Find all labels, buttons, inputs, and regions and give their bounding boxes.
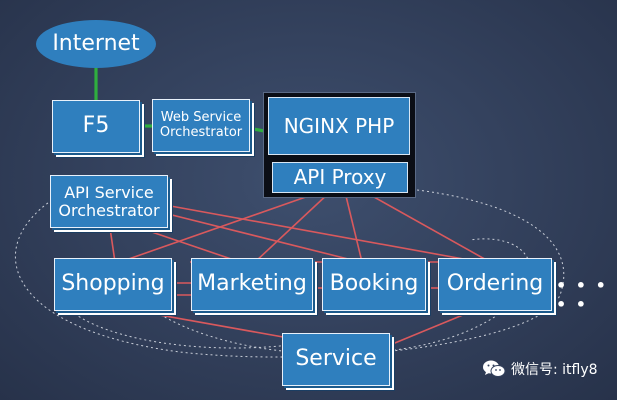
web-service-orchestrator-label: Web Service Orchestrator (159, 109, 243, 140)
internet-label: Internet (52, 30, 140, 56)
nginx-php-label: NGINX PHP (283, 113, 395, 138)
f5-label: F5 (82, 113, 110, 139)
marketing-node: Marketing (191, 258, 313, 311)
marketing-label: Marketing (197, 271, 307, 297)
link-proxy-booking (344, 191, 363, 263)
wechat-icon (483, 360, 506, 377)
booking-label: Booking (329, 271, 419, 297)
link-apiorch-shopping (109, 227, 116, 263)
link-shopping-service (119, 307, 301, 341)
f5-node: F5 (52, 100, 140, 153)
dotted-ring-inner (139, 238, 531, 355)
api-service-orchestrator-label: API Service Orchestrator (58, 182, 160, 220)
link-proxy-marketing (254, 191, 331, 263)
more-services-indicator: • • • • • (556, 276, 608, 314)
api-proxy-label: API Proxy (293, 165, 387, 190)
link-ordering-service (389, 309, 476, 346)
booking-node: Booking (322, 258, 426, 311)
internet-node: Internet (36, 20, 156, 68)
ordering-label: Ordering (446, 271, 544, 297)
link-apiorch-marketing (139, 227, 241, 263)
link-apiorch-ordering (164, 204, 481, 263)
watermark: 微信号: itfly8 (482, 359, 598, 379)
ordering-node: Ordering (438, 258, 552, 311)
service-label: Service (295, 346, 377, 372)
shopping-node: Shopping (54, 258, 172, 311)
dotted-ring-left (59, 299, 291, 349)
service-node: Service (282, 333, 390, 386)
watermark-text: 微信号: itfly8 (511, 362, 598, 378)
api-proxy-node: API Proxy (272, 162, 408, 193)
link-apiorch-booking (159, 211, 361, 263)
shopping-label: Shopping (61, 271, 165, 297)
web-service-orchestrator-node: Web Service Orchestrator (152, 99, 250, 152)
link-proxy-ordering (364, 191, 491, 263)
api-service-orchestrator-node: API Service Orchestrator (50, 175, 168, 228)
nginx-php-node: NGINX PHP (268, 97, 410, 155)
